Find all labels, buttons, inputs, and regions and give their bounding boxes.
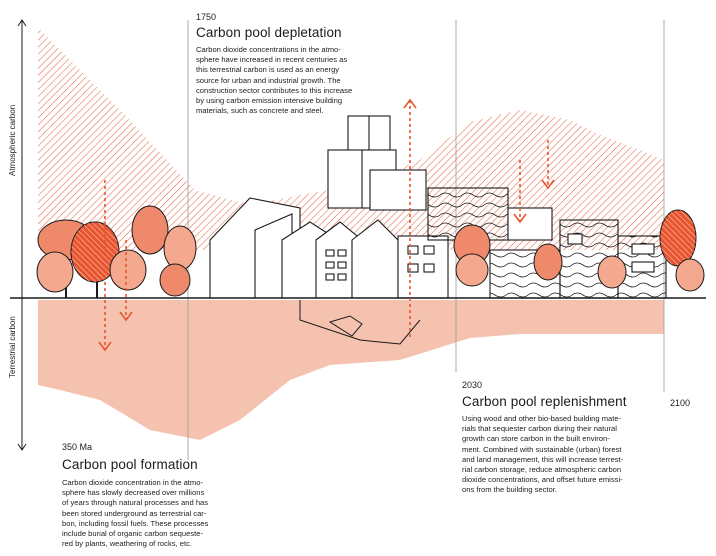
depletion-text: Carbon dioxide concentrations in the atm… <box>196 45 353 116</box>
right-tree-group <box>453 209 705 292</box>
formation-title: Carbon pool formation <box>62 457 198 472</box>
replenishment-title: Carbon pool replenishment <box>462 394 627 409</box>
replenishment-text: Using wood and other bio-based building … <box>462 414 624 495</box>
depletion-title: Carbon pool depletation <box>196 25 342 40</box>
formation-year: 350 Ma <box>62 442 93 452</box>
replenishment-year: 2030 <box>462 380 483 390</box>
atmospheric-axis-label: Atmospheric carbon <box>8 104 17 176</box>
formation-text: Carbon dioxide concentration in the atmo… <box>62 478 209 549</box>
terrestrial-axis-label: Terrestrial carbon <box>8 316 17 378</box>
carbon-arrows <box>98 98 555 352</box>
end-year: 2100 <box>670 398 691 408</box>
building-cluster <box>209 115 449 299</box>
left-tree-group <box>36 205 197 298</box>
terrestrial-carbon-area <box>38 300 664 440</box>
excavation-lines <box>299 300 421 345</box>
depletion-year: 1750 <box>196 12 217 22</box>
